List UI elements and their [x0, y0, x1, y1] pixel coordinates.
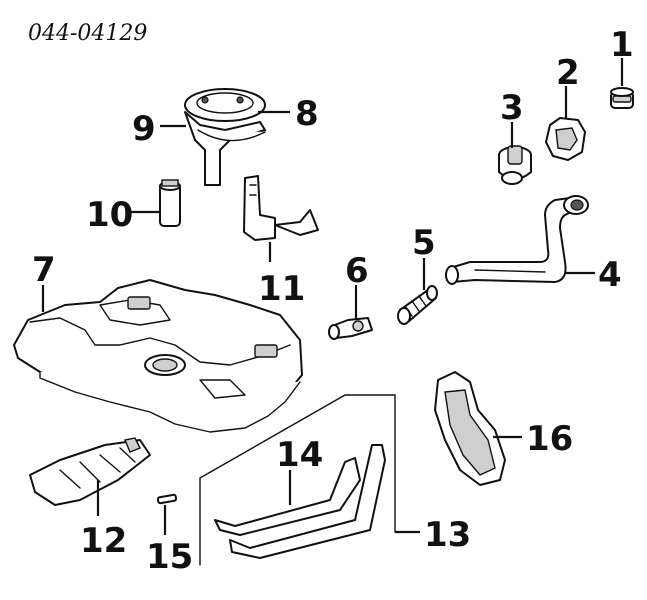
- fuel-filter-part: [159, 179, 181, 227]
- callout-2: 2: [556, 53, 580, 93]
- reference-number: 044-04129: [28, 21, 147, 46]
- callout-5: 5: [412, 223, 436, 263]
- cap-gasket-part: [498, 145, 532, 185]
- leader-lines: [41, 58, 624, 535]
- filler-cap-part: [545, 117, 586, 161]
- callout-12: 12: [80, 521, 127, 561]
- callout-13: 13: [424, 515, 471, 555]
- callout-7: 7: [32, 250, 56, 290]
- callout-1: 1: [610, 25, 634, 65]
- callout-9: 9: [132, 109, 156, 149]
- callout-14: 14: [276, 435, 323, 475]
- pin-part: [156, 493, 178, 505]
- tank-protector-part: [29, 437, 151, 506]
- callout-6: 6: [345, 251, 369, 291]
- callout-10: 10: [86, 195, 133, 235]
- filler-pipe-part: [445, 195, 589, 285]
- valve-part: [328, 317, 373, 340]
- callouts: 1 2 3 4 5 6 7 8 9 10 11 12 13 14 15 16: [32, 25, 634, 577]
- fuel-sender-part: [243, 175, 319, 241]
- fuel-pump-bracket-part: [184, 88, 266, 186]
- callout-16: 16: [526, 419, 573, 459]
- tank-strap-set-part: [199, 394, 396, 566]
- callout-11: 11: [258, 269, 305, 309]
- callout-3: 3: [500, 88, 524, 128]
- breather-hose-part: [397, 285, 438, 325]
- callout-4: 4: [598, 255, 622, 295]
- fuel-cap-part: [610, 87, 634, 109]
- callout-8: 8: [295, 94, 319, 134]
- heat-shield-part: [434, 371, 506, 486]
- callout-15: 15: [146, 537, 193, 577]
- fuel-tank-part: [13, 279, 303, 433]
